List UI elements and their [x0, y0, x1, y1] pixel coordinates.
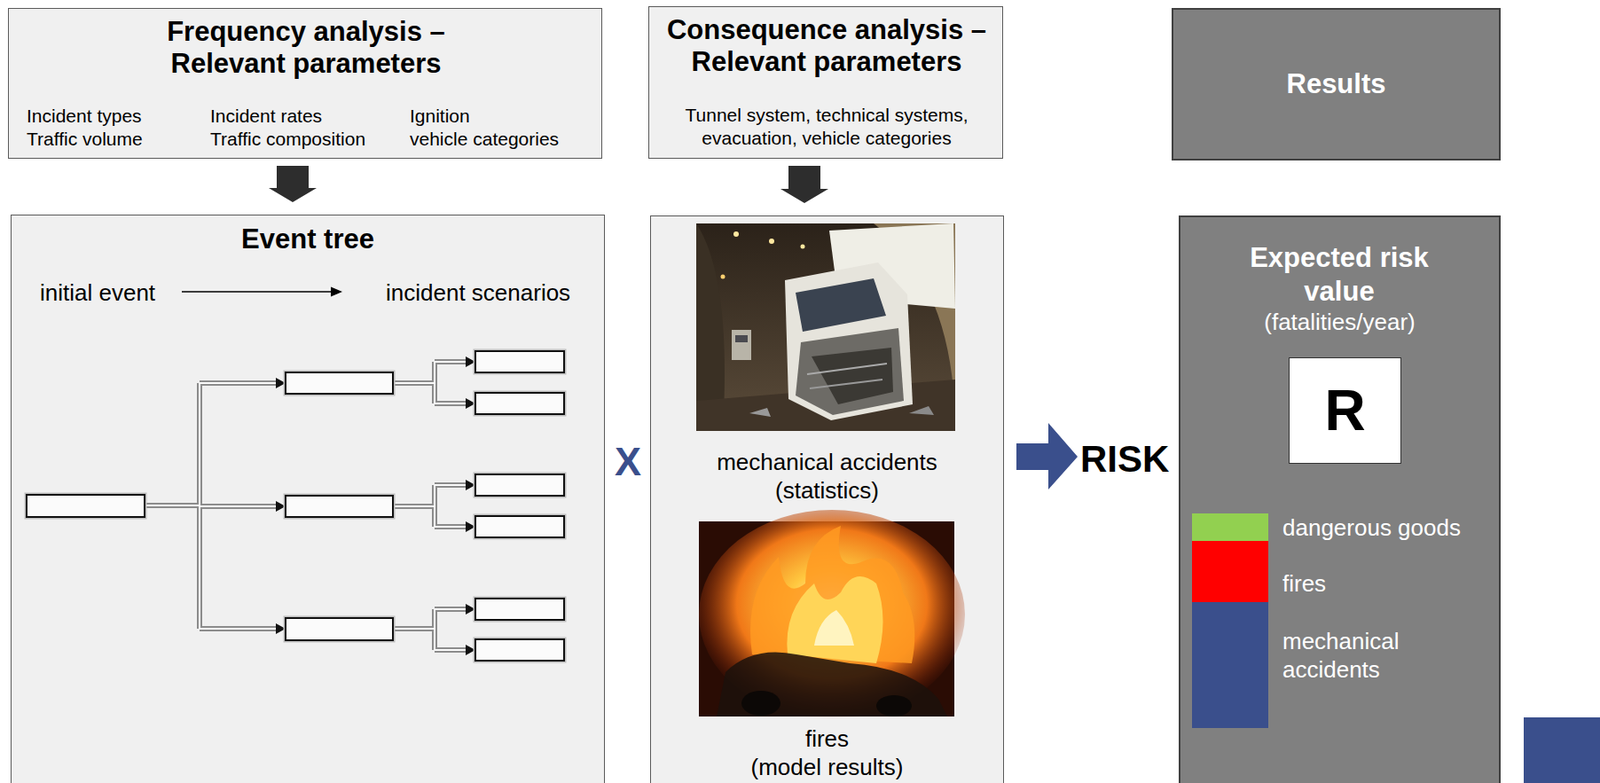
parameter-text: Incident types: [26, 104, 142, 128]
multiply-sign: X: [614, 439, 642, 486]
legend-swatch: [1192, 541, 1269, 603]
photo-caption: mechanical accidents: [650, 447, 1004, 477]
panel-heading: Frequency analysis – Relevant parameters: [155, 15, 457, 80]
parameter-text: Traffic volume: [26, 127, 143, 151]
parameter-box: Frequency analysis – Relevant parameters…: [7, 7, 603, 159]
parameter-text: Tunnel system, technical systems, evacua…: [658, 103, 996, 150]
legend-text: mechanical accidents: [1282, 627, 1483, 684]
parameter-text: Ignition: [409, 104, 471, 128]
corner-block: [1523, 717, 1600, 783]
legend-swatch: [1192, 513, 1269, 542]
block-arrow: [780, 165, 829, 204]
risk-symbol: R: [1289, 358, 1401, 463]
parameter-text: Incident rates: [210, 104, 322, 128]
parameter-text: vehicle categories: [409, 127, 559, 151]
event-tree-panel: Event tree initial event incident scenario…: [10, 214, 605, 783]
results-panel: Expected risk value(fatalities/year) R: [1178, 215, 1501, 783]
parameter-text: Traffic composition: [210, 127, 366, 151]
consequence-panel: mechanical accidents(statistics) fires(mo…: [650, 215, 1004, 783]
panel-heading: Results: [1176, 68, 1496, 101]
photo-caption: fires: [650, 724, 1004, 753]
panel-heading: Consequence analysis – Relevant paramete…: [662, 14, 991, 79]
block-arrow: [268, 165, 317, 203]
unit-text: (fatalities/year): [1180, 307, 1499, 337]
photo-caption: (statistics): [650, 476, 1004, 505]
tree-label: initial event: [39, 278, 156, 307]
tree-label: incident scenarios: [385, 278, 571, 307]
risk-label: RISK: [1080, 438, 1169, 481]
panel-heading: Expected risk value: [1232, 241, 1446, 309]
risk-arrow: [1016, 423, 1078, 490]
legend-text: fires: [1282, 569, 1483, 598]
results-header-box: Results: [1171, 7, 1501, 161]
legend-swatch: [1192, 602, 1269, 729]
parameter-box: Consequence analysis – Relevant paramete…: [648, 6, 1004, 159]
photo-caption: (model results): [650, 752, 1004, 782]
legend-text: dangerous goods: [1282, 513, 1483, 542]
panel-heading: Event tree: [11, 223, 604, 256]
risk-value-box: R: [1288, 357, 1402, 464]
